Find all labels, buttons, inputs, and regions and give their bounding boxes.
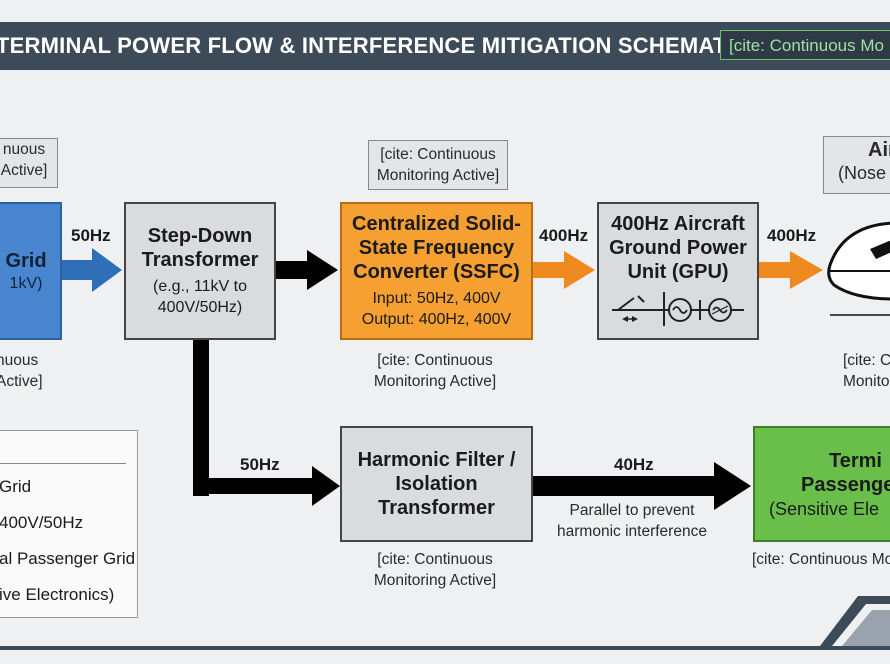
note-line: Parallel to prevent (569, 502, 695, 519)
freq-label-harmonic-terminal: 40Hz (614, 455, 654, 474)
node-title-line: Transformer (378, 497, 495, 519)
node-grid: Grid 1kV) (0, 202, 62, 340)
freq-label-ssfc-gpu: 400Hz (539, 226, 589, 245)
note-grid-bottom: nuous Active] (0, 350, 46, 392)
node-title-line: Harmonic Filter / (357, 449, 516, 471)
corner-decoration (820, 596, 890, 646)
note-line: harmonic interference (557, 523, 707, 540)
arrow-harmonic-to-terminal (533, 462, 751, 510)
freq-label-stepdown-harmonic: 50Hz (240, 455, 280, 474)
note-line: Active] (0, 162, 48, 179)
note-harmonic-bottom: [cite: Continuous Monitoring Active] (360, 549, 510, 591)
node-terminal-passenger: Termi Passenge (Sensitive Ele (753, 426, 890, 542)
node-title-line: Step-Down (147, 225, 253, 247)
node-sub-line: (Sensitive Ele (769, 498, 880, 519)
note-line: [cite: Continuous (377, 551, 493, 568)
node-title-line: Centralized Solid- (352, 213, 521, 235)
note-line: [cite: Continuous (377, 352, 493, 369)
node-stepdown-transformer: Step-Down Transformer (e.g., 11kV to 400… (124, 202, 276, 340)
note-line: nuous (2, 141, 46, 158)
legend-item: ive Electronics) (0, 585, 115, 604)
node-grid-sub: 1kV) (9, 274, 43, 292)
legend-item: Grid (0, 477, 32, 496)
note-grid-top: nuous Active] (0, 138, 58, 188)
note-line: Monitoring Active] (373, 572, 497, 589)
node-grid-title: Grid (5, 249, 47, 272)
legend-item: al Passenger Grid (0, 549, 136, 568)
arrow-ssfc-to-gpu (533, 251, 595, 289)
note-line: Monito (843, 373, 890, 390)
note-line: [cite: C (843, 352, 890, 369)
note-line: nuous (0, 352, 39, 369)
node-title-line: State Frequency (358, 237, 515, 259)
node-sub-line: 400V/50Hz) (157, 299, 243, 316)
arrow-stepdown-to-ssfc (276, 250, 338, 290)
node-title-line: Termi (829, 449, 882, 472)
freq-label-grid-stepdown: 50Hz (71, 226, 111, 245)
node-aircraft-label: Air (Nose (823, 136, 890, 194)
gpu-schematic-symbols (612, 292, 744, 326)
node-title-line: Converter (SSFC) (353, 261, 520, 283)
note-parallel: Parallel to prevent harmonic interferenc… (552, 500, 712, 542)
page-title: TERMINAL POWER FLOW & INTERFERENCE MITIG… (0, 33, 749, 58)
note-terminal-bottom: [cite: Continuous Mo (752, 551, 890, 568)
arrow-stepdown-to-harmonic (193, 466, 340, 506)
note-line: Monitoring Active] (373, 373, 497, 390)
connector-stepdown-down (193, 340, 209, 496)
node-sub-line: (e.g., 11kV to (153, 278, 247, 295)
ac-output-icon (708, 298, 732, 322)
note-ssfc-bottom: [cite: Continuous Monitoring Active] (360, 350, 510, 392)
node-title-line: Isolation (395, 473, 478, 495)
legend-panel: Grid 400V/50Hz al Passenger Grid ive Ele… (0, 430, 138, 618)
node-harmonic-filter: Harmonic Filter / Isolation Transformer (340, 426, 533, 542)
node-title-line: Ground Power (609, 237, 747, 259)
node-gpu: 400Hz Aircraft Ground Power Unit (GPU) (597, 202, 759, 340)
corner-decoration-inner (842, 610, 890, 646)
node-aircraft-sub: (Nose (838, 163, 887, 183)
ac-source-icon (668, 298, 692, 322)
freq-label-gpu-aircraft: 400Hz (767, 226, 817, 245)
note-line: Monitoring Active] (376, 167, 500, 184)
note-aircraft-bottom: [cite: C Monito (843, 350, 890, 392)
note-line: Active] (0, 373, 43, 390)
legend-divider (0, 463, 126, 464)
node-title-line: Unit (GPU) (627, 261, 729, 283)
node-title-line: 400Hz Aircraft (611, 213, 745, 235)
node-sub-line: Output: 400Hz, 400V (361, 311, 512, 328)
arrow-grid-to-stepdown (62, 248, 122, 292)
node-ssfc: Centralized Solid- State Frequency Conve… (340, 202, 533, 340)
note-line: [cite: Continuous (380, 146, 496, 163)
arrow-gpu-to-aircraft (759, 251, 823, 289)
node-title-line: Transformer (141, 249, 259, 271)
node-sub-line: Input: 50Hz, 400V (372, 290, 501, 307)
bottom-strip (0, 646, 890, 650)
legend-item: 400V/50Hz (0, 513, 84, 532)
aircraft-icon (827, 221, 890, 316)
node-title-line: Passenge (801, 473, 890, 496)
node-aircraft-title: Air (868, 139, 890, 161)
note-ssfc-top: [cite: Continuous Monitoring Active] (368, 140, 508, 190)
header-cite-badge: [cite: Continuous Mo (720, 30, 890, 60)
switch-icon (617, 295, 645, 322)
